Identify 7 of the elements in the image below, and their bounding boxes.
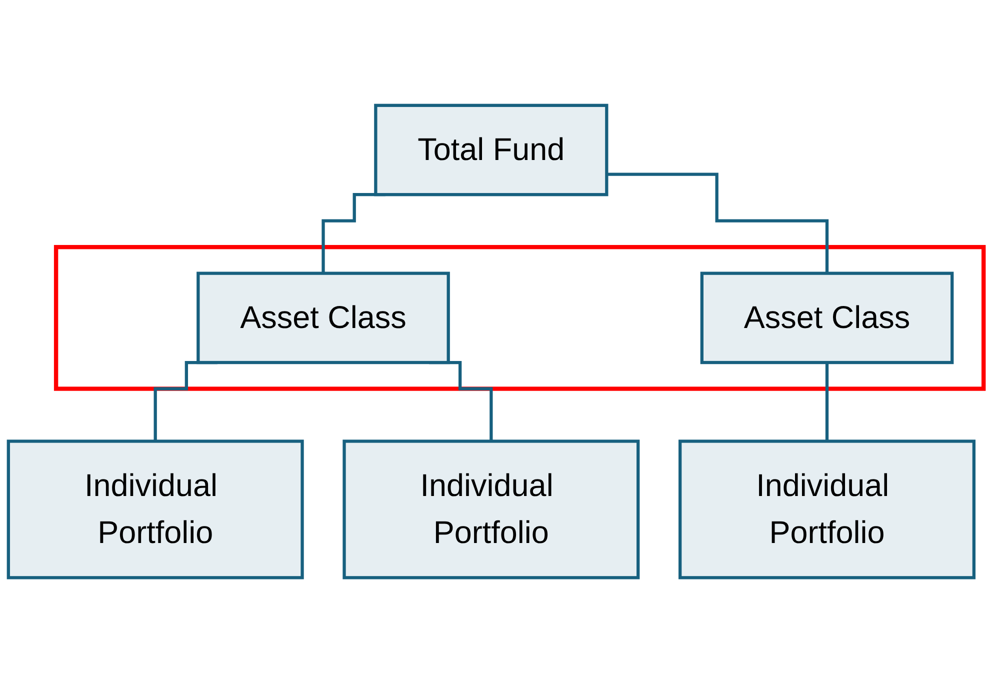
cluster [54,244,986,391]
node-box: Asset Class [196,272,450,364]
node-box: Individual Portfolio [678,440,976,580]
node-box: Individual Portfolio [6,440,304,580]
node-box: Individual Portfolio [342,440,640,580]
node-box: Asset Class [700,272,954,364]
node-box: Total Fund [374,104,608,196]
